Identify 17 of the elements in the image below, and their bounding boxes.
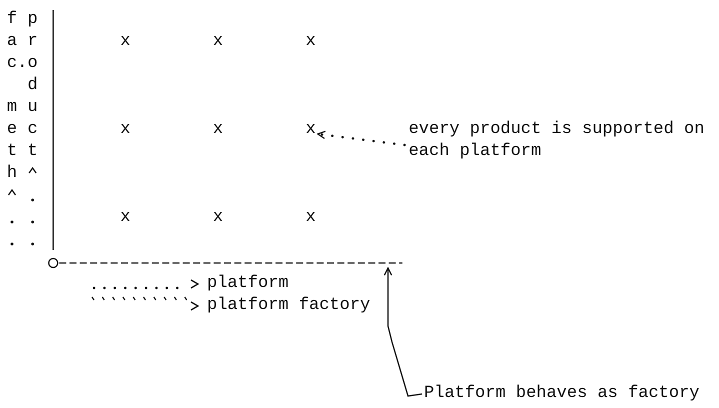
- cross-mark: x: [212, 119, 224, 141]
- cross-mark: x: [212, 207, 224, 229]
- legend-text: platform: [207, 273, 289, 295]
- cross-mark: x: [306, 207, 316, 229]
- cross-mark: x: [120, 119, 130, 141]
- cross-mark: x: [306, 31, 316, 53]
- annotation-text: Platform behaves as factory: [424, 383, 700, 405]
- legend-text: platform factory: [207, 295, 370, 317]
- dotted-leader-arrow: [316, 130, 406, 146]
- axis-label: product: [28, 9, 38, 163]
- leader-arrow: [384, 267, 422, 397]
- annotation-text: every product is supported on each platform: [408, 119, 711, 163]
- cross-mark: x: [120, 31, 130, 53]
- cross-mark: x: [306, 119, 316, 141]
- cross-mark: x: [212, 31, 224, 53]
- cross-mark: x: [120, 207, 130, 229]
- axis-label: fac. meth: [6, 9, 28, 185]
